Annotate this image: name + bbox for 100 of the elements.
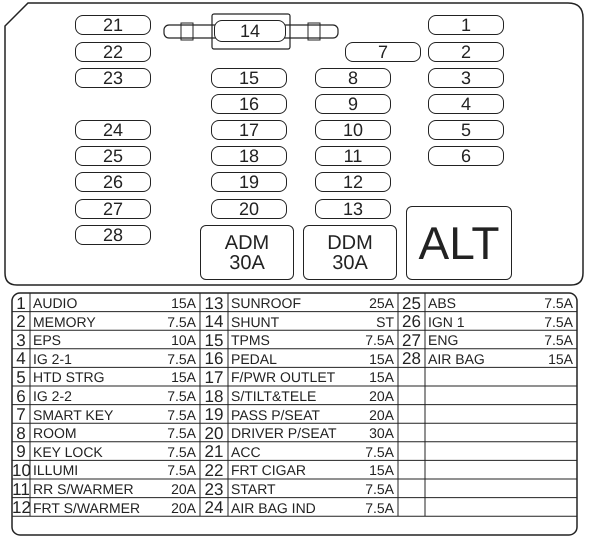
fuse-number: 24 [204,499,224,516]
fuse-number: 9 [348,95,358,113]
fuse-slot [75,120,151,140]
amperage-rating: 7.5A [365,333,394,348]
amperage-rating: 7.5A [365,444,394,459]
amperage-rating: 15A [369,352,394,366]
fuse-number: 21 [102,16,124,34]
circuit-name: SUNROOF [231,296,301,310]
fuse-number: 14 [204,313,224,330]
fuse-number: 18 [238,147,260,165]
fuse-slot [428,146,504,166]
circuit-name: AUDIO [33,296,78,310]
fuse-number: 24 [102,121,124,139]
fuse-slot [75,172,151,192]
fuse-number: 11 [344,147,362,165]
circuit-name: S/TILT&TELE [231,389,316,403]
circuit-name: HTD STRG [33,370,105,384]
amperage-rating: 7.5A [365,482,394,496]
circuit-name: TPMS [231,333,270,348]
circuit-name: START [231,482,276,496]
amperage-rating: 7.5A [167,408,196,422]
amperage-rating: 20A [171,482,196,496]
fuse-number: 16 [204,350,224,368]
circuit-name: ROOM [33,426,77,440]
amperage-rating: 10A [171,333,196,348]
fuse-number: 21 [204,443,224,460]
fuse-number: 26 [401,313,422,330]
fuse-number: 18 [204,388,224,404]
fuse-number: 28 [102,226,124,244]
circuit-name: AIR BAG IND [231,500,316,515]
circuit-name: AIR BAG [428,352,485,366]
fuse-number: 20 [204,424,224,442]
circuit-name: IG 2-1 [33,352,72,366]
fuse-slot [315,120,391,140]
relay-label: DDM 30A [326,232,374,272]
fuse-slot [211,172,287,192]
fuse-number: 2 [15,313,27,330]
fuse-number: 17 [238,121,260,139]
fuse-number: 26 [102,173,124,191]
fuse-number: 8 [348,69,358,87]
fuse-number: 22 [102,43,124,61]
circuit-name: ACC [231,444,261,459]
circuit-name: ILLUMI [33,463,78,478]
circuit-name: PASS P/SEAT [231,408,320,422]
relay-label: ALT [418,220,500,266]
fuse-number: 23 [204,480,224,498]
amperage-rating: 30A [369,426,394,440]
amperage-rating: 7.5A [167,444,196,459]
circuit-name: PEDAL [231,352,277,366]
circuit-name: IG 2-2 [33,389,72,403]
circuit-name: EPS [33,333,62,348]
fuse-slot [428,120,504,140]
fuse-slot [211,94,287,114]
fuse-number: 16 [238,95,260,113]
circuit-name: SHUNT [231,314,280,329]
circuit-name: FRT S/WARMER [33,500,140,515]
fuse-slot [75,146,151,166]
fuse-slot [75,42,151,62]
fuse-slot [75,225,151,245]
fuse-number: 6 [460,147,471,165]
fuse-number: 2 [460,43,471,61]
relay-block [406,206,512,280]
fuse-number: 25 [102,147,124,165]
fuse-slot [428,42,504,62]
fuse-slot [211,120,287,140]
fuse-number: 25 [401,294,422,312]
amperage-rating: 20A [171,500,196,515]
fuse-number: 1 [15,294,27,312]
fuse-number: 13 [204,294,224,312]
fuse-slot [75,68,151,88]
fuse-number: 3 [15,332,27,349]
fuse-number: 9 [15,443,27,460]
amperage-rating: 7.5A [167,426,196,440]
circuit-name: RR S/WARMER [33,482,134,496]
amperage-rating: 15A [171,370,196,384]
amperage-rating: 25A [369,296,394,310]
relay-block [303,225,397,280]
fuse-number: 14 [240,22,260,40]
fuse-number: 19 [238,173,260,191]
relay-label: ADM 30A [224,232,270,272]
amperage-rating: 7.5A [365,500,394,515]
fuse-number: 27 [401,332,422,349]
fuse-number: 22 [204,462,224,479]
fuse-slot [211,68,287,88]
amperage-rating: 7.5A [167,463,196,478]
fuse-number: 20 [238,200,260,218]
fuse-number: 7 [378,43,388,61]
relay-block [200,225,294,280]
amperage-rating: 7.5A [544,333,573,348]
amperage-rating: 7.5A [544,296,573,310]
fuse-slot [211,146,287,166]
circuit-name: IGN 1 [428,314,465,329]
amperage-rating: ST [376,314,394,329]
fuse-number: 19 [204,406,224,424]
circuit-name: ENG [428,333,458,348]
fuse-number: 8 [15,424,27,442]
fuse-number: 3 [460,69,471,87]
fuse-slot [315,199,391,219]
fuse-number: 27 [102,200,124,218]
fuse-slot [315,94,391,114]
